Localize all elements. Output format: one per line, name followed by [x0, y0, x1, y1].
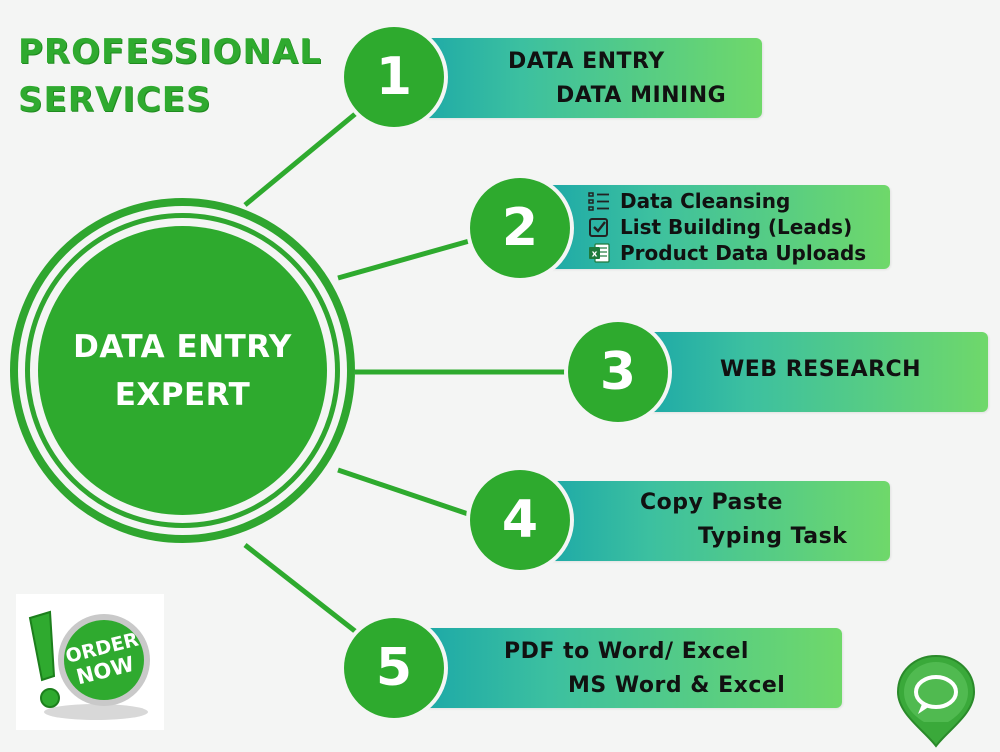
hub-line-1: DATA ENTRY [73, 328, 292, 365]
service-3-bar: WEB RESEARCH [618, 332, 988, 412]
title-line-1: PROFESSIONAL [18, 32, 322, 72]
hub-circle: DATA ENTRY EXPERT [38, 226, 327, 515]
service-1-line-2: DATA MINING [556, 83, 727, 108]
service-5-line-1: PDF to Word/ Excel [504, 639, 749, 664]
excel-icon: x [589, 243, 610, 263]
service-2-item-2-label: List Building (Leads) [620, 215, 853, 239]
service-2-bar [520, 185, 890, 269]
service-4-number: 4 [470, 470, 570, 570]
service-5-bar: PDF to Word/ Excel MS Word & Excel [392, 628, 842, 708]
service-2-item-1-label: Data Cleansing [620, 189, 791, 213]
list-icon [588, 192, 609, 211]
connector-5 [243, 543, 362, 637]
hub-line-2: EXPERT [114, 376, 251, 413]
service-2-item-3: x Product Data Uploads [588, 240, 866, 266]
service-3-number: 3 [568, 322, 668, 422]
service-1-number: 1 [344, 27, 444, 127]
order-now-badge[interactable]: ORDER NOW [16, 594, 164, 730]
service-4-line-1: Copy Paste [640, 490, 783, 515]
service-1-bar: DATA ENTRY DATA MINING [392, 38, 762, 118]
order-now-graphic: ORDER NOW [28, 610, 150, 720]
service-5-line-2: MS Word & Excel [568, 673, 786, 698]
service-3-line-1: WEB RESEARCH [720, 357, 922, 382]
connector-1 [243, 108, 362, 207]
connector-4 [337, 467, 481, 521]
svg-text:x: x [592, 250, 598, 260]
connector-2 [337, 235, 481, 281]
service-4-line-2: Typing Task [698, 524, 848, 549]
service-4-bar: Copy Paste Typing Task [520, 481, 890, 561]
service-5-number: 5 [344, 618, 444, 718]
service-2-number: 2 [470, 178, 570, 278]
service-2-item-3-label: Product Data Uploads [620, 241, 867, 265]
title-line-2: SERVICES [18, 80, 212, 120]
checkbox-icon [589, 218, 608, 237]
service-1-line-1: DATA ENTRY [508, 49, 665, 74]
chat-icon[interactable] [894, 652, 978, 748]
hub-inner-ring [25, 213, 340, 528]
page-title: PROFESSIONAL SERVICES [18, 28, 322, 124]
service-2-item-1: Data Cleansing [588, 188, 790, 214]
service-2-item-2: List Building (Leads) [588, 214, 852, 240]
